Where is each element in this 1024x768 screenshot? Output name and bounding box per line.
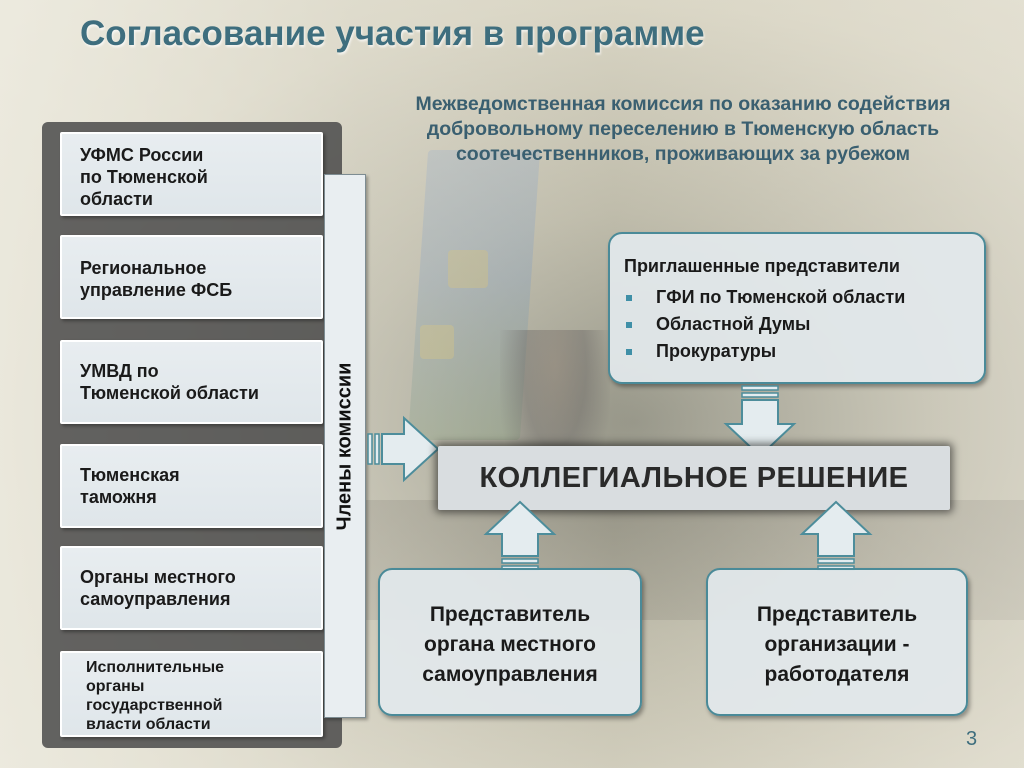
page-number: 3 bbox=[966, 728, 978, 750]
commission-title: Межведомственная комиссия по оказанию со… bbox=[415, 93, 951, 165]
member-label: УМВД по Тюменской области bbox=[80, 361, 259, 403]
members-label: Члены комиссии bbox=[324, 174, 366, 718]
employer-representative-box: Представитель организации - работодателя bbox=[706, 568, 968, 716]
invited-item: Областной Думы bbox=[624, 311, 905, 338]
slide-title: Согласование участия в программе bbox=[80, 14, 705, 53]
member-box-local-government: Органы местного самоуправления bbox=[60, 546, 323, 630]
members-panel bbox=[42, 122, 342, 748]
collegial-decision: КОЛЛЕГИАЛЬНОЕ РЕШЕНИЕ bbox=[438, 446, 950, 510]
member-box-executive-bodies: Исполнительные органы государственной вл… bbox=[60, 651, 323, 737]
invited-list: ГФИ по Тюменской области Областной Думы … bbox=[624, 284, 905, 365]
members-label-text: Члены комиссии bbox=[333, 362, 356, 530]
member-label: Региональное управление ФСБ bbox=[80, 258, 233, 300]
member-box-ufms: УФМС России по Тюменской области bbox=[60, 132, 323, 216]
employer-representative-label: Представитель организации - работодателя bbox=[756, 603, 918, 686]
bullet-icon bbox=[626, 294, 632, 301]
arrow-down-icon bbox=[723, 385, 797, 458]
member-box-umvd: УМВД по Тюменской области bbox=[60, 340, 323, 424]
member-label: Органы местного самоуправления bbox=[80, 567, 236, 609]
invited-heading: Приглашенные представители bbox=[624, 256, 900, 276]
members-bar bbox=[324, 174, 366, 718]
member-label: УФМС России по Тюменской области bbox=[80, 145, 208, 209]
invited-item: ГФИ по Тюменской области bbox=[624, 284, 905, 311]
member-label: Исполнительные органы государственной вл… bbox=[86, 659, 225, 733]
bullet-icon bbox=[626, 321, 632, 328]
invited-representatives-box: Приглашенные представители ГФИ по Тюменс… bbox=[608, 232, 986, 384]
arrow-up-icon bbox=[799, 500, 873, 571]
local-government-representative-box: Представитель органа местного самоуправл… bbox=[378, 568, 642, 716]
invited-item: Прокуратуры bbox=[624, 338, 905, 365]
arrow-right-icon bbox=[367, 415, 440, 483]
arrow-up-icon bbox=[483, 500, 557, 571]
member-label: Тюменская таможня bbox=[80, 465, 180, 507]
bullet-icon bbox=[626, 348, 632, 355]
member-box-customs: Тюменская таможня bbox=[60, 444, 323, 528]
collegial-decision-label: КОЛЛЕГИАЛЬНОЕ РЕШЕНИЕ bbox=[479, 462, 909, 494]
local-government-representative-label: Представитель органа местного самоуправл… bbox=[422, 603, 598, 686]
member-box-fsb: Региональное управление ФСБ bbox=[60, 235, 323, 319]
